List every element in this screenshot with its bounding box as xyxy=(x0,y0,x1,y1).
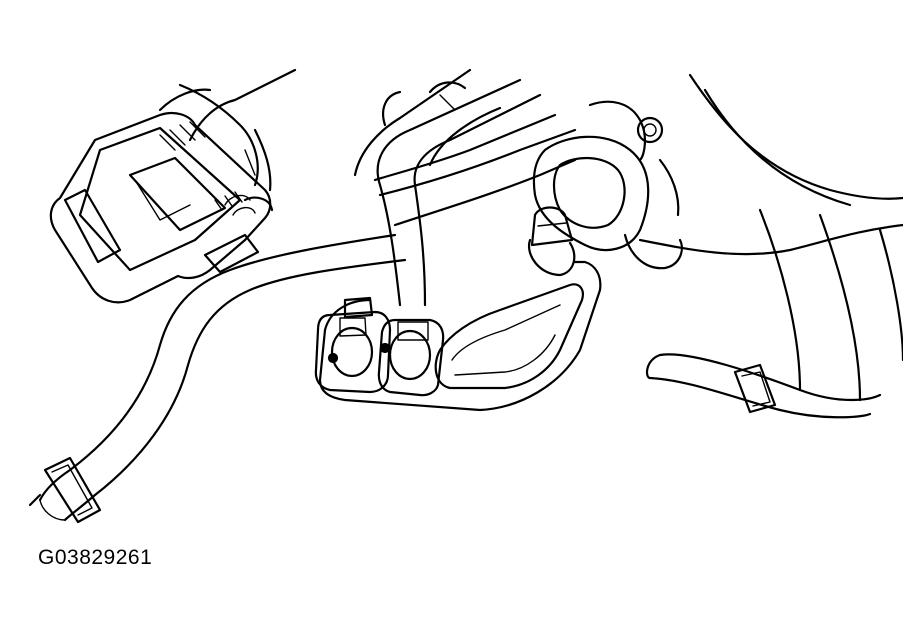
hand-outline xyxy=(158,68,297,192)
lower-right-hose xyxy=(645,353,882,419)
wiring-harness xyxy=(28,233,407,524)
water-outlet-flange xyxy=(532,100,683,270)
electrical-connector-block xyxy=(49,111,274,304)
figure-id-label: G03829261 xyxy=(38,546,153,569)
hose-nipple xyxy=(527,206,576,277)
mounting-bracket xyxy=(318,260,602,412)
sensor-right xyxy=(377,318,445,397)
harness-clamp-left xyxy=(43,456,102,524)
housing-outline xyxy=(638,73,903,402)
hose-clamp-right xyxy=(733,363,777,414)
vacuum-hoses xyxy=(353,68,577,307)
